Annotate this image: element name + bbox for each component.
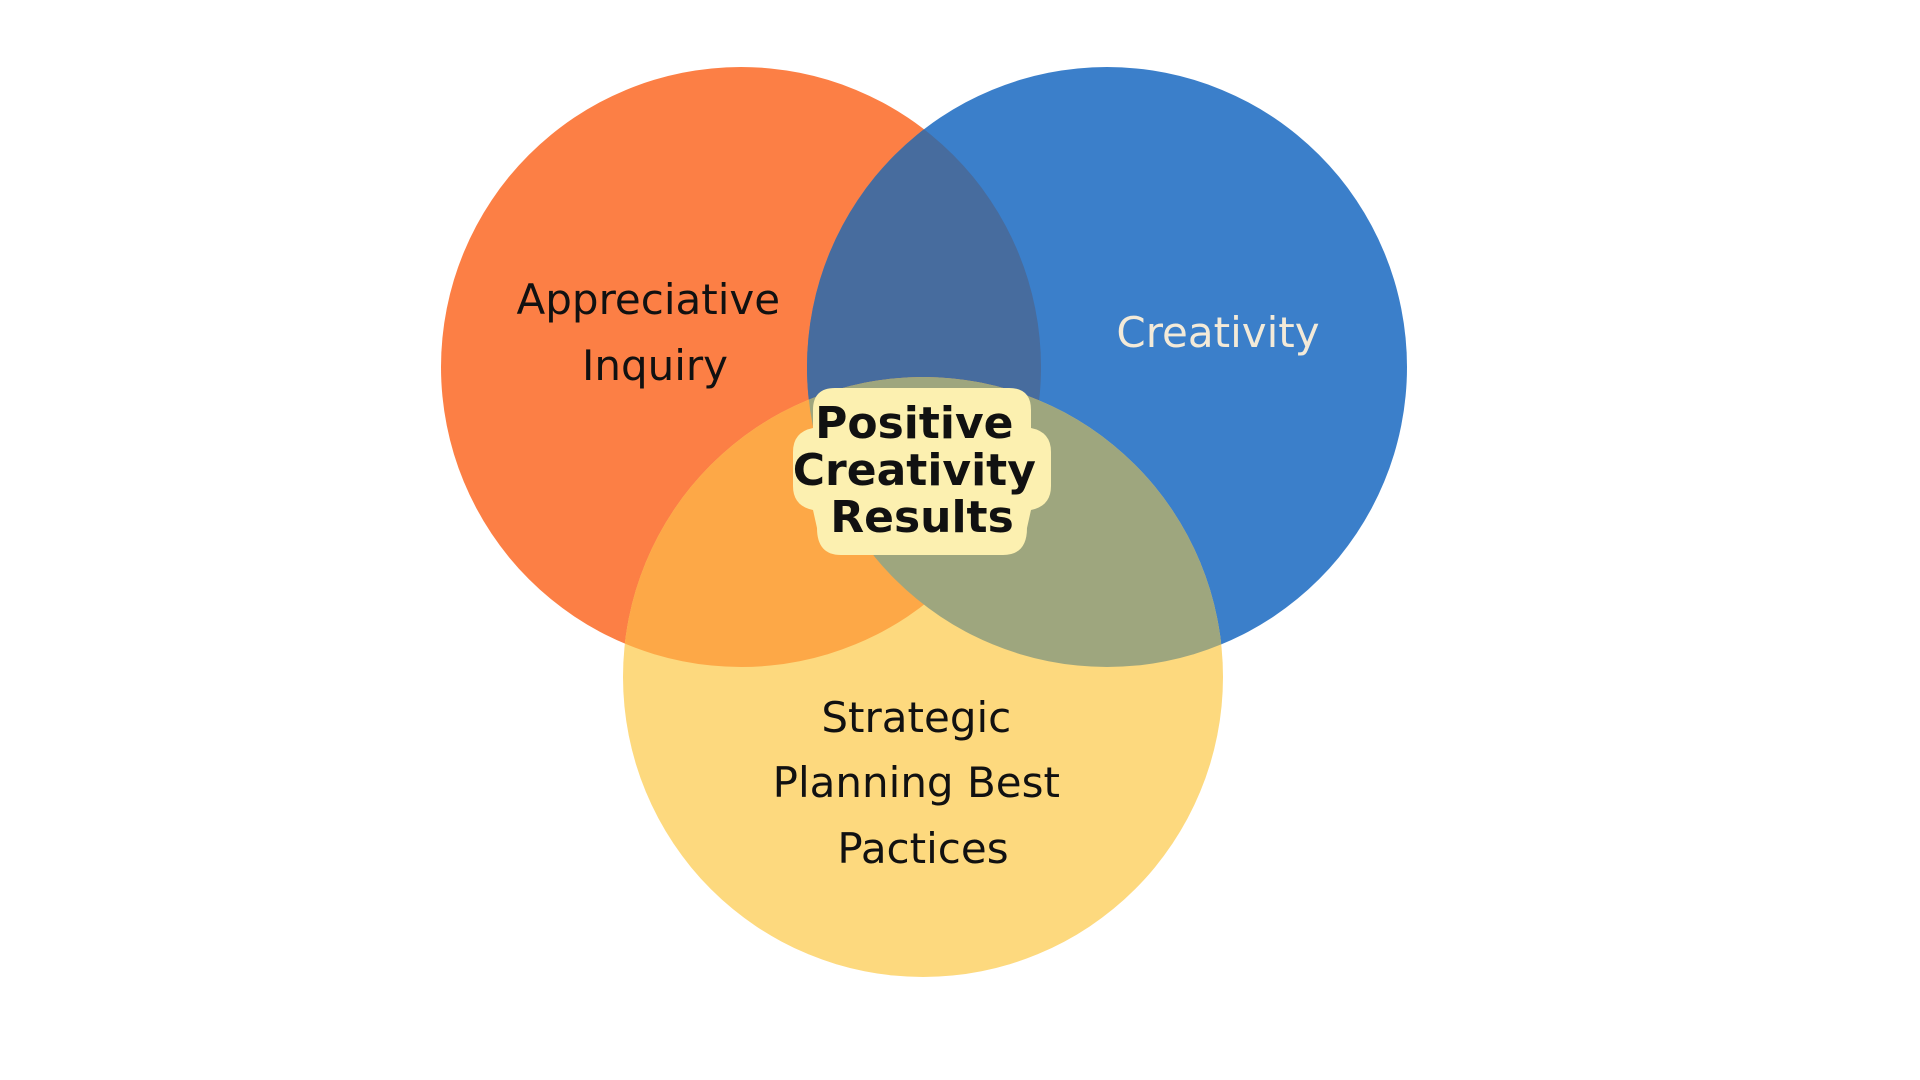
overlap-left-bottom <box>623 377 1041 667</box>
center-badge: Positive Creativity Results <box>793 388 1051 555</box>
label-appreciative-inquiry: Appreciative Inquiry <box>517 275 794 390</box>
center-label: Positive Creativity Results <box>793 398 1051 543</box>
label-strategic-planning: Strategic Planning Best Pactices <box>773 693 1074 873</box>
center-badge-shape <box>793 388 1051 555</box>
overlap-right-bottom <box>807 377 1223 667</box>
label-creativity: Creativity <box>1116 308 1319 357</box>
